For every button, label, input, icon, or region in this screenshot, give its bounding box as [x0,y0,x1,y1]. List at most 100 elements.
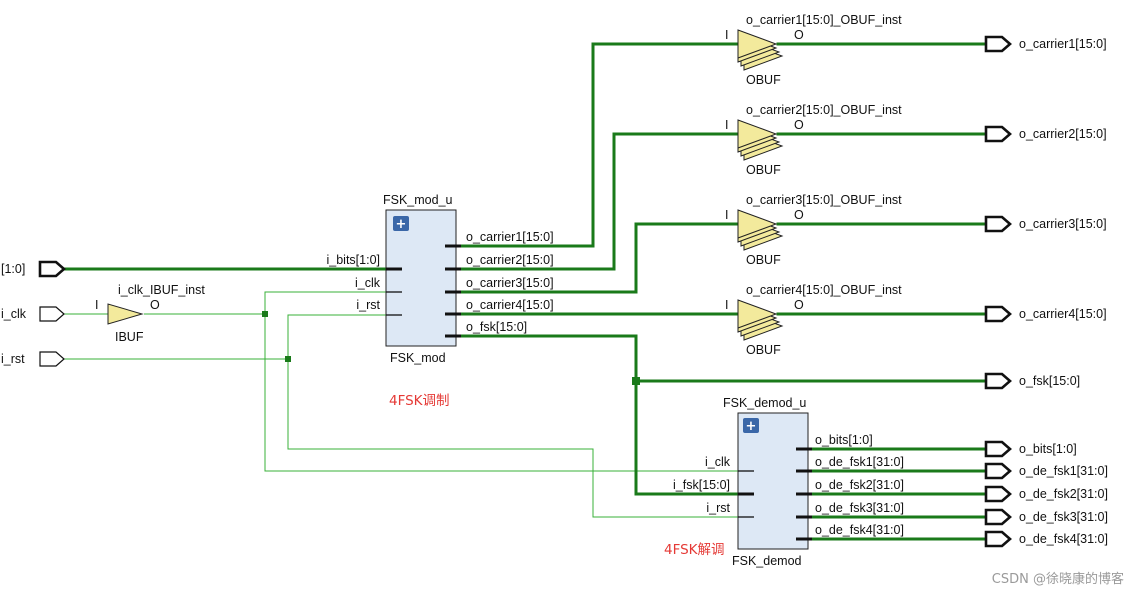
pin-label: i_rst [706,501,730,515]
fsk-mod-type: FSK_mod [390,351,446,365]
output-port-carrier1[interactable]: o_carrier1[15:0] [984,35,1107,53]
output-port-label: o_de_fsk1[31:0] [1019,464,1108,478]
output-port-label: o_de_fsk2[31:0] [1019,487,1108,501]
obuf-type: OBUF [746,253,781,267]
fsk-demod-instance-name: FSK_demod_u [723,396,806,410]
svg-text:+: + [746,419,757,434]
pin-label: o_de_fsk3[31:0] [815,501,904,515]
pin-label: o_bits[1:0] [815,433,873,447]
output-port-carrier2[interactable]: o_carrier2[15:0] [984,125,1107,143]
pin-label: o_carrier3[15:0] [466,276,554,290]
obuf-pin-i: I [725,298,728,312]
obuf-pin-i: I [725,118,728,132]
input-port-label: [1:0] [1,262,25,276]
buffer-triangle-icon [737,29,784,71]
obuf-pin-i: I [725,28,728,42]
obuf-pin-o: O [794,28,804,42]
wire-fsk[interactable] [458,334,740,496]
output-port-de-fsk1[interactable]: o_de_fsk1[31:0] [984,462,1108,480]
obuf-instance-name: o_carrier1[15:0]_OBUF_inst [746,13,902,27]
pin-label: o_carrier1[15:0] [466,230,554,244]
obuf-cell-4[interactable]: o_carrier4[15:0]_OBUF_inst I O OBUF [725,283,902,357]
obuf-cell-3[interactable]: o_carrier3[15:0]_OBUF_inst I O OBUF [725,193,902,267]
fsk-mod-block[interactable]: FSK_mod_u + i_bits[1:0] i_clk i_rst o_ca… [326,193,553,365]
fsk-mod-body[interactable] [385,209,457,347]
input-port-label: i_rst [1,352,25,366]
output-port-label: o_fsk[15:0] [1019,374,1080,388]
pin-label: i_bits[1:0] [326,253,380,267]
ibuf-pin-o: O [150,298,160,312]
buffer-triangle-icon [737,119,784,161]
buffer-triangle-icon [737,209,784,251]
fsk-demod-block[interactable]: FSK_demod_u + i_clk i_fsk[15:0] i_rst o_… [673,396,904,568]
pin-label: o_de_fsk4[31:0] [815,523,904,537]
wire-carrier3[interactable] [458,222,740,294]
wires [62,42,988,541]
obuf-pin-o: O [794,208,804,222]
pin-label: i_clk [705,455,731,469]
fsk-demod-body[interactable] [737,412,809,550]
svg-text:+: + [396,217,407,232]
wire-rst-mod[interactable] [287,314,386,359]
pin-label: o_fsk[15:0] [466,320,527,334]
annotation-demod: 4FSK解调 [664,542,725,558]
pin-label: o_de_fsk1[31:0] [815,455,904,469]
pin-label: i_clk [355,276,381,290]
input-port-rst[interactable]: i_rst [1,351,65,367]
output-port-de-fsk3[interactable]: o_de_fsk3[31:0] [984,508,1108,526]
ibuf-instance-name: i_clk_IBUF_inst [118,283,205,297]
buffer-triangle-icon [737,299,784,341]
fsk-mod-instance-name: FSK_mod_u [383,193,453,207]
wire-clk-mod[interactable] [264,291,386,314]
watermark: CSDN @徐晓康的博客 [992,571,1124,587]
output-port-de-fsk2[interactable]: o_de_fsk2[31:0] [984,485,1108,503]
pin-label: o_carrier4[15:0] [466,298,554,312]
input-port-bits[interactable]: [1:0] [1,260,66,278]
output-port-label: o_de_fsk4[31:0] [1019,532,1108,546]
obuf-instance-name: o_carrier3[15:0]_OBUF_inst [746,193,902,207]
junction-rst [285,356,291,362]
output-port-label: o_carrier3[15:0] [1019,217,1107,231]
output-port-label: o_carrier2[15:0] [1019,127,1107,141]
pin-label: o_de_fsk2[31:0] [815,478,904,492]
ibuf-pin-i: I [95,298,98,312]
output-port-label: o_carrier4[15:0] [1019,307,1107,321]
output-port-label: o_carrier1[15:0] [1019,37,1107,51]
pin-label: o_carrier2[15:0] [466,253,554,267]
obuf-instance-name: o_carrier4[15:0]_OBUF_inst [746,283,902,297]
pin-label: i_fsk[15:0] [673,478,730,492]
obuf-pin-i: I [725,208,728,222]
expand-plus-icon[interactable]: + [743,418,759,434]
wire-carrier2[interactable] [458,132,740,271]
obuf-instance-name: o_carrier2[15:0]_OBUF_inst [746,103,902,117]
expand-plus-icon[interactable]: + [393,216,409,232]
ibuf-cell[interactable]: i_clk_IBUF_inst I O IBUF [95,283,205,344]
output-port-carrier3[interactable]: o_carrier3[15:0] [984,215,1107,233]
output-port-label: o_de_fsk3[31:0] [1019,510,1108,524]
obuf-cell-1[interactable]: o_carrier1[15:0]_OBUF_inst I O OBUF [725,13,902,87]
obuf-type: OBUF [746,343,781,357]
junction-clk [262,311,268,317]
fsk-demod-type: FSK_demod [732,554,802,568]
junction-fsk [632,377,640,385]
input-port-label: i_clk [1,307,27,321]
input-port-clk[interactable]: i_clk [1,306,65,322]
wire-clk-demod[interactable] [264,314,738,472]
output-port-fsk[interactable]: o_fsk[15:0] [984,372,1080,390]
wire-rst-demod[interactable] [287,359,738,518]
obuf-type: OBUF [746,73,781,87]
output-port-label: o_bits[1:0] [1019,442,1077,456]
obuf-type: OBUF [746,163,781,177]
annotation-mod: 4FSK调制 [389,393,450,409]
ibuf-type: IBUF [115,330,144,344]
buffer-triangle-icon [107,303,144,325]
obuf-pin-o: O [794,118,804,132]
output-port-bits[interactable]: o_bits[1:0] [984,440,1077,458]
wire-carrier1[interactable] [458,42,740,248]
pin-label: i_rst [356,298,380,312]
output-port-carrier4[interactable]: o_carrier4[15:0] [984,305,1107,323]
obuf-cell-2[interactable]: o_carrier2[15:0]_OBUF_inst I O OBUF [725,103,902,177]
output-port-de-fsk4[interactable]: o_de_fsk4[31:0] [984,530,1108,548]
obuf-pin-o: O [794,298,804,312]
